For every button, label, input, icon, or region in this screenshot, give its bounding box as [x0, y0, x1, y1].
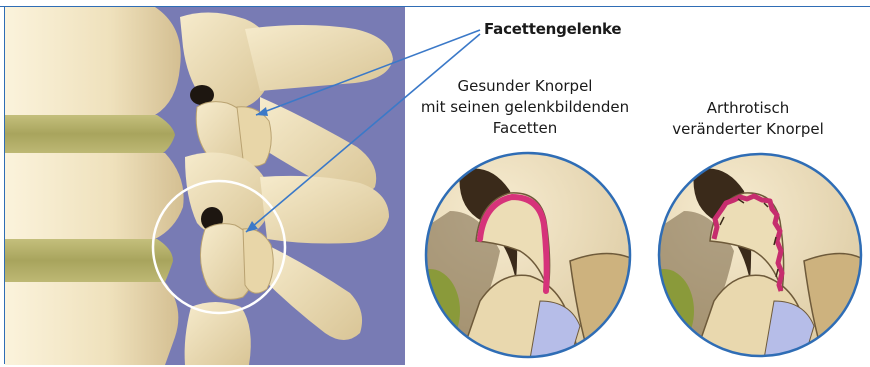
- healthy-cartilage-inset: [420, 151, 637, 359]
- arthritic-caption-line-1: Arthrotisch: [648, 98, 848, 119]
- spine-illustration: [5, 7, 405, 365]
- healthy-cartilage-caption: Gesunder Knorpel mit seinen gelenkbilden…: [405, 76, 645, 139]
- arthritic-cartilage-inset: [654, 151, 866, 359]
- facet-joints-label: Facettengelenke: [484, 20, 644, 38]
- healthy-caption-line-1: Gesunder Knorpel: [405, 76, 645, 97]
- arthritic-cartilage-caption: Arthrotisch veränderter Knorpel: [648, 98, 848, 140]
- arthritic-caption-line-2: veränderter Knorpel: [648, 119, 848, 140]
- healthy-caption-line-3: Facetten: [405, 118, 645, 139]
- vertebral-bodies: [5, 7, 184, 365]
- healthy-caption-line-2: mit seinen gelenkbildenden: [405, 97, 645, 118]
